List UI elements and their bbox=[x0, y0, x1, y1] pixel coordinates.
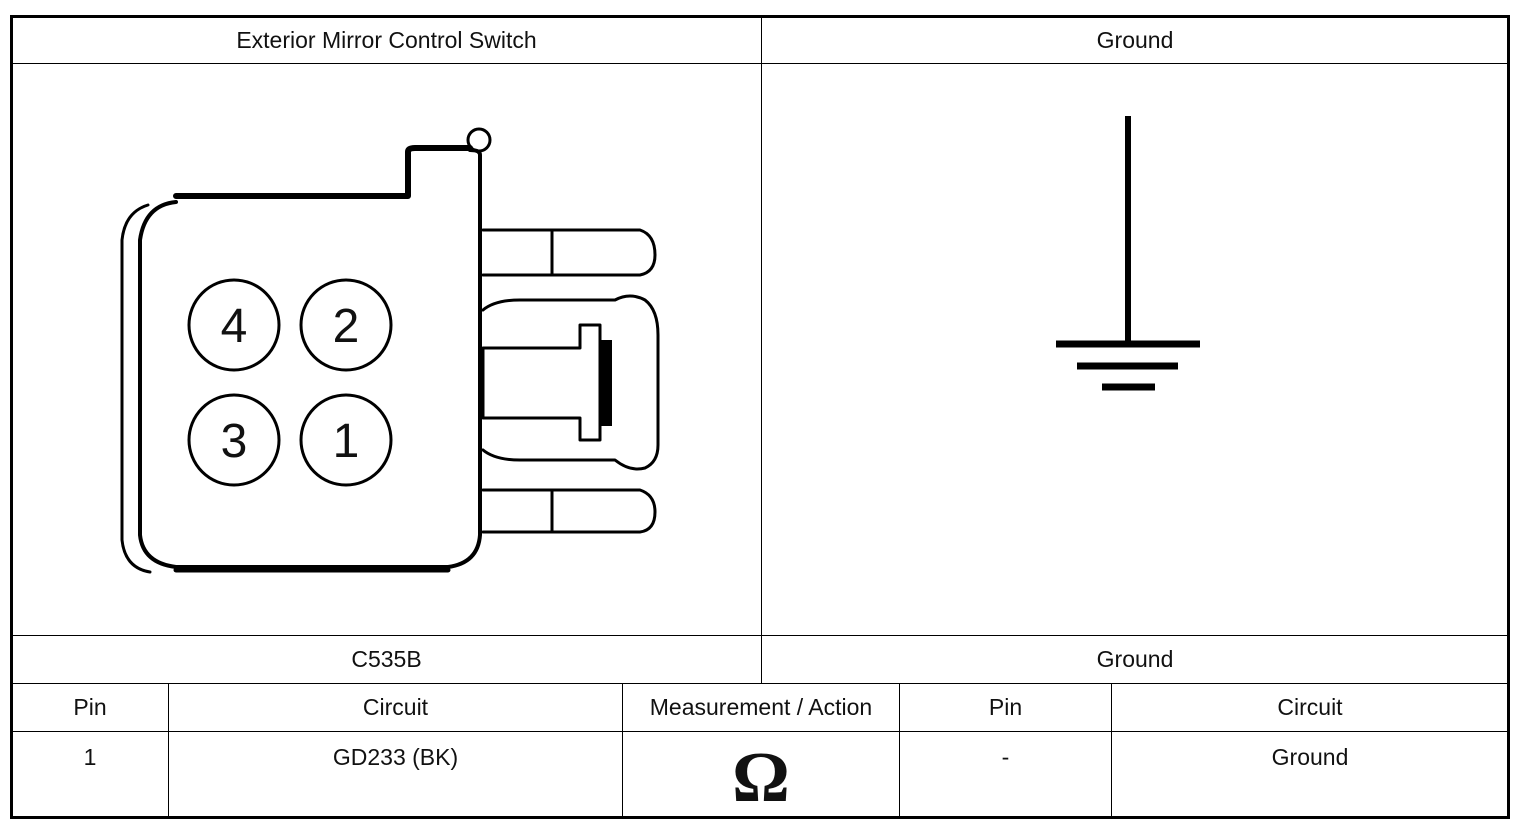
ohm-icon: Ω bbox=[732, 737, 790, 817]
ground-label: Ground bbox=[1096, 646, 1174, 672]
pin-3-label: 3 bbox=[221, 415, 248, 468]
pin-4-label: 4 bbox=[221, 300, 248, 353]
pin-1-label: 1 bbox=[333, 415, 360, 468]
column-header-pin: Pin bbox=[73, 694, 107, 720]
divider bbox=[168, 683, 169, 817]
divider bbox=[12, 63, 1508, 64]
connector-label: C535B bbox=[351, 646, 422, 672]
divider bbox=[12, 635, 1508, 636]
row-pin-2: - bbox=[1001, 744, 1010, 770]
column-header-circuit: Circuit bbox=[362, 694, 429, 720]
column-header-circuit-2: Circuit bbox=[1277, 694, 1343, 720]
pin-2-label: 2 bbox=[333, 300, 360, 353]
connector-c535b-diagram: 4 2 3 1 bbox=[120, 127, 660, 574]
column-header-pin-2: Pin bbox=[988, 694, 1023, 720]
component-title: Exterior Mirror Control Switch bbox=[236, 26, 537, 53]
divider bbox=[1111, 683, 1112, 817]
ground-symbol-icon bbox=[1056, 116, 1200, 391]
ground-title: Ground bbox=[1096, 26, 1174, 53]
pinout-table-frame bbox=[10, 15, 1510, 819]
row-circuit: GD233 (BK) bbox=[332, 744, 459, 770]
divider bbox=[622, 683, 623, 817]
row-circuit-2: Ground bbox=[1271, 744, 1349, 770]
divider bbox=[761, 17, 762, 684]
row-pin: 1 bbox=[83, 744, 97, 770]
divider bbox=[12, 731, 1508, 732]
divider bbox=[12, 683, 1508, 684]
column-header-measurement: Measurement / Action bbox=[649, 694, 873, 720]
divider bbox=[899, 683, 900, 817]
